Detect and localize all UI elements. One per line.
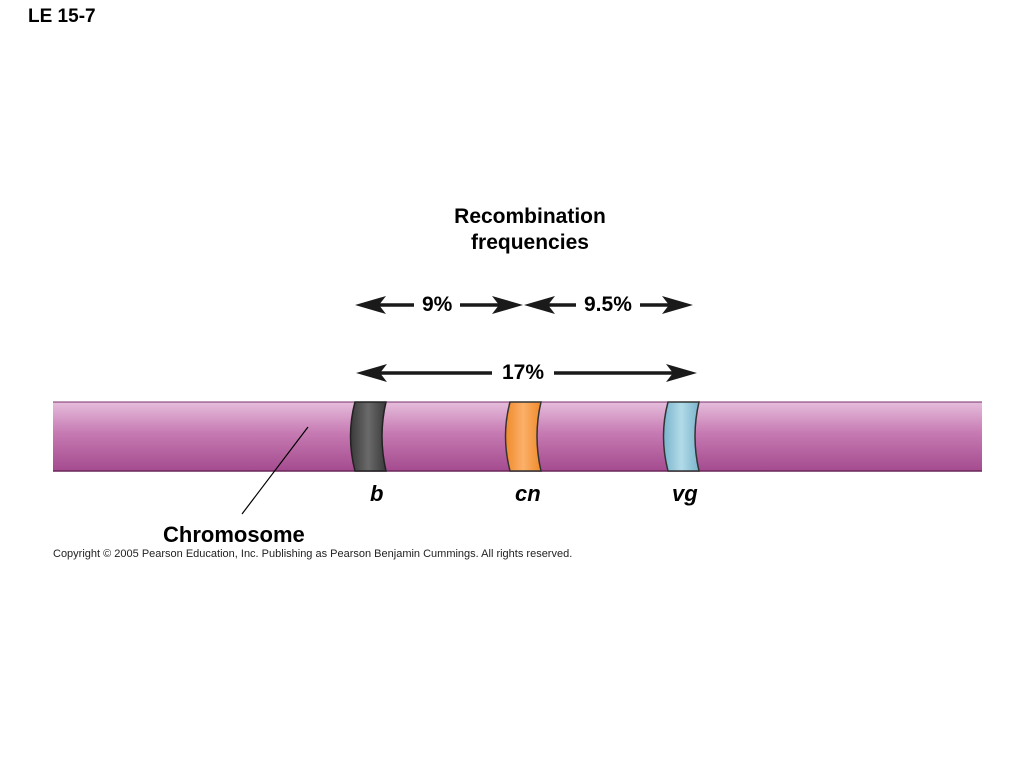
recombination-heading-line2: frequencies (471, 231, 589, 254)
slide-label: LE 15-7 (28, 6, 96, 27)
frequency-b-cn: 9% (414, 293, 461, 317)
gene-label-cn: cn (515, 481, 541, 506)
frequency-b-vg: 17% (492, 361, 555, 385)
gene-band-b (349, 401, 387, 472)
gene-band-cn (504, 401, 542, 472)
chromosome-leader-line (241, 426, 309, 515)
gene-band-vg (662, 401, 700, 472)
chromosome-label: Chromosome (163, 522, 305, 547)
frequency-cn-vg: 9.5% (576, 293, 640, 317)
recombination-heading-line1: Recombination (454, 205, 606, 228)
gene-label-vg: vg (672, 481, 698, 506)
copyright-notice: Copyright © 2005 Pearson Education, Inc.… (53, 548, 573, 560)
gene-label-b: b (370, 481, 384, 506)
